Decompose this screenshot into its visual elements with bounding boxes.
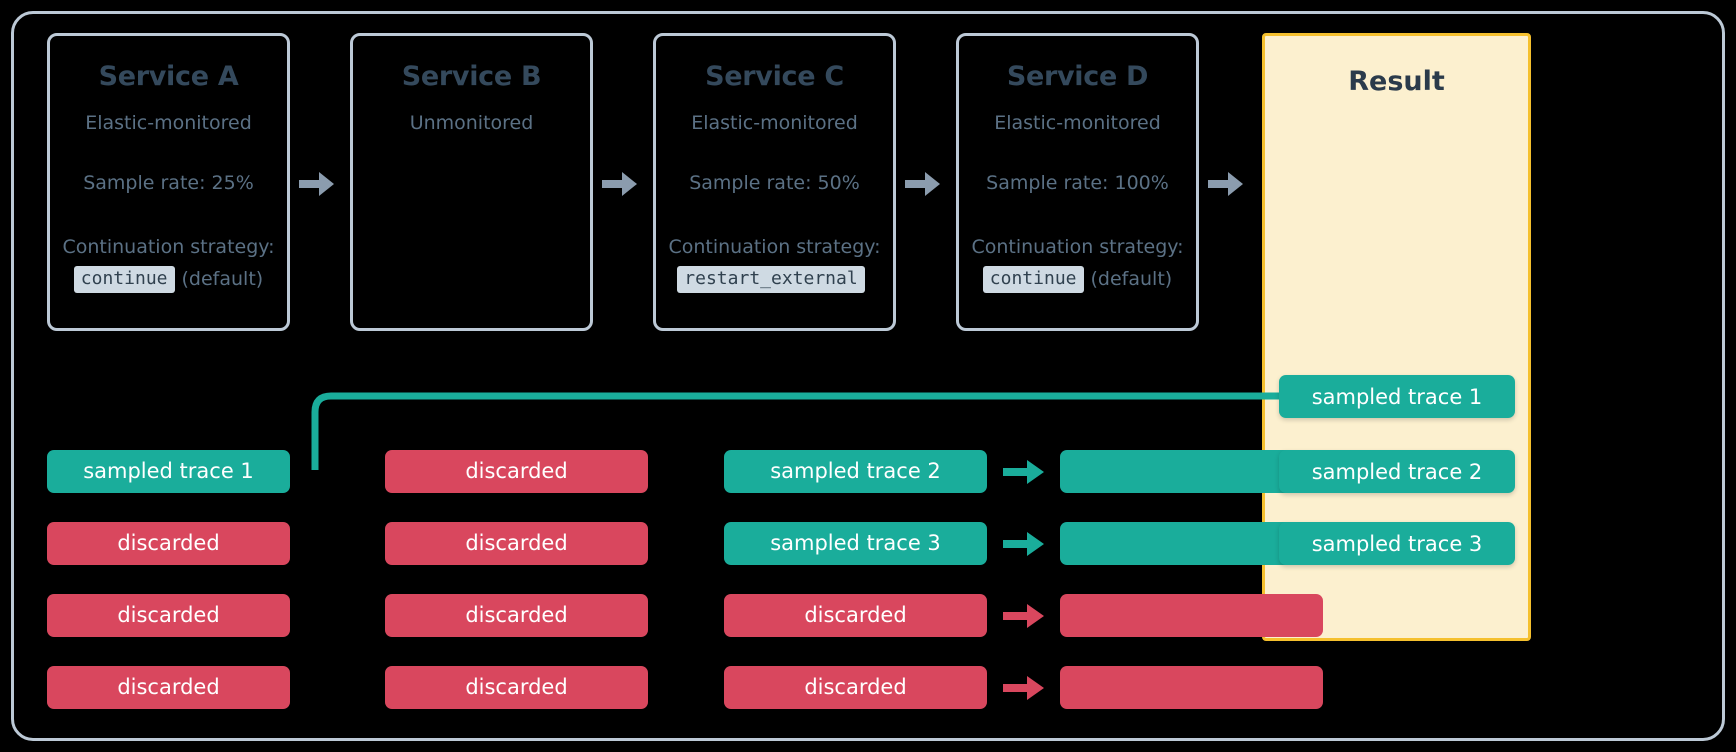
- trace-pill-a-4: discarded: [47, 666, 290, 709]
- service-d-strategy-note: (default): [1090, 268, 1173, 291]
- trace-pill-a-3: discarded: [47, 594, 290, 637]
- service-d-strategy-row: continue (default): [969, 265, 1186, 294]
- trace-pill-a-1: sampled trace 1: [47, 450, 290, 493]
- service-c-strategy-row: restart_external: [666, 265, 883, 294]
- service-a-monitoring: Elastic-monitored: [85, 111, 252, 134]
- service-c-strategy-label: Continuation strategy:: [668, 236, 881, 259]
- trace-pill-a-2-label: discarded: [117, 531, 220, 555]
- result-title: Result: [1348, 66, 1445, 97]
- service-a-strategy-note: (default): [181, 268, 264, 291]
- trace-pill-b-1: discarded: [385, 450, 648, 493]
- service-d-monitoring: Elastic-monitored: [994, 111, 1161, 134]
- trace-pill-a-4-label: discarded: [117, 675, 220, 699]
- service-card-c: Service C Elastic-monitored Sample rate:…: [653, 33, 896, 331]
- trace-pill-c-4-label: discarded: [804, 675, 907, 699]
- service-d-sample-rate: Sample rate: 100%: [986, 172, 1169, 195]
- service-a-strategy-label: Continuation strategy:: [62, 236, 275, 259]
- trace-pill-b-4-label: discarded: [465, 675, 568, 699]
- service-a-title: Service A: [98, 61, 239, 92]
- trace-arrow-c-to-d-3-icon: [1003, 604, 1044, 628]
- service-c-title: Service C: [705, 61, 844, 92]
- result-pill-1: sampled trace 1: [1279, 375, 1515, 418]
- trace-pill-b-2: discarded: [385, 522, 648, 565]
- trace-pill-b-3: discarded: [385, 594, 648, 637]
- service-b-title: Service B: [401, 61, 542, 92]
- trace-pill-c-1-label: sampled trace 2: [770, 459, 941, 483]
- trace-arrow-c-to-d-1-icon: [1003, 460, 1044, 484]
- trace-pill-b-1-label: discarded: [465, 459, 568, 483]
- service-card-a: Service A Elastic-monitored Sample rate:…: [47, 33, 290, 331]
- trace-pill-d-4: [1060, 666, 1323, 709]
- result-pill-2: sampled trace 2: [1279, 450, 1515, 493]
- trace-pill-c-4: discarded: [724, 666, 987, 709]
- service-d-title: Service D: [1006, 61, 1149, 92]
- service-d-strategy-label: Continuation strategy:: [971, 236, 1184, 259]
- service-c-strategy-value: restart_external: [677, 265, 865, 294]
- trace-pill-c-1: sampled trace 2: [724, 450, 987, 493]
- service-card-b: Service B Unmonitored: [350, 33, 593, 331]
- result-pill-2-label: sampled trace 2: [1311, 459, 1483, 484]
- service-a-sample-rate: Sample rate: 25%: [83, 172, 254, 195]
- trace-pill-b-4: discarded: [385, 666, 648, 709]
- trace-pill-c-2: sampled trace 3: [724, 522, 987, 565]
- flow-arrow-a-to-b-icon: [299, 172, 334, 196]
- trace-pill-b-3-label: discarded: [465, 603, 568, 627]
- flow-arrow-b-to-c-icon: [602, 172, 637, 196]
- trace-pill-c-2-label: sampled trace 3: [770, 531, 941, 555]
- trace-pill-b-2-label: discarded: [465, 531, 568, 555]
- service-card-d: Service D Elastic-monitored Sample rate:…: [956, 33, 1199, 331]
- service-c-sample-rate: Sample rate: 50%: [689, 172, 860, 195]
- service-b-monitoring: Unmonitored: [409, 111, 534, 134]
- flow-arrow-c-to-d-icon: [905, 172, 940, 196]
- diagram-outer-frame: [11, 11, 1725, 741]
- trace-pill-a-1-label: sampled trace 1: [83, 459, 254, 483]
- trace-pill-a-3-label: discarded: [117, 603, 220, 627]
- trace-pill-d-3: [1060, 594, 1323, 637]
- trace-pill-a-2: discarded: [47, 522, 290, 565]
- trace-arrow-c-to-d-2-icon: [1003, 532, 1044, 556]
- result-pill-3: sampled trace 3: [1279, 522, 1515, 565]
- result-pill-3-label: sampled trace 3: [1311, 531, 1483, 556]
- trace-arrow-c-to-d-4-icon: [1003, 676, 1044, 700]
- result-pill-1-label: sampled trace 1: [1311, 384, 1483, 409]
- service-d-strategy-value: continue: [982, 265, 1084, 294]
- service-a-strategy-row: continue (default): [60, 265, 277, 294]
- trace-pill-c-3-label: discarded: [804, 603, 907, 627]
- service-c-monitoring: Elastic-monitored: [691, 111, 858, 134]
- service-a-strategy-value: continue: [73, 265, 175, 294]
- flow-arrow-d-to-result-icon: [1208, 172, 1243, 196]
- trace-pill-c-3: discarded: [724, 594, 987, 637]
